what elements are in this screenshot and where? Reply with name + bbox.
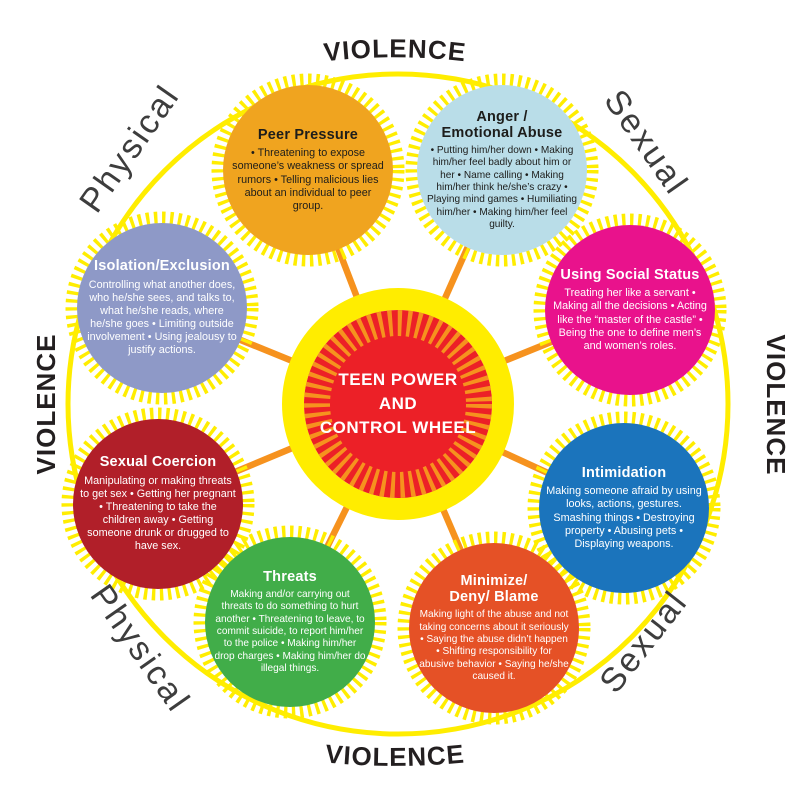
isolation-halo	[65, 211, 259, 405]
threats-circle	[205, 537, 375, 707]
isolation-circle	[77, 223, 247, 393]
sexual-coercion-circle	[73, 419, 243, 589]
hub-sunburst-ticks	[304, 310, 492, 498]
hub-yellow-ring	[282, 288, 514, 520]
peer-pressure-halo	[211, 73, 405, 267]
sexual-coercion-halo	[61, 407, 255, 601]
social-status-circle	[545, 225, 715, 395]
intimidation-circle	[539, 423, 709, 593]
violence-label-bottom: VIOLENCE	[324, 738, 466, 771]
peer-pressure-circle	[223, 85, 393, 255]
satellite-halos	[61, 73, 727, 725]
minimize-halo	[397, 531, 591, 725]
anger-halo	[405, 73, 599, 267]
hub-core	[304, 310, 492, 498]
violence-label-right: VIOLENCE	[761, 335, 791, 476]
violence-label-top: VIOLENCE	[322, 33, 468, 67]
social-status-halo	[533, 213, 727, 407]
violence-label-left: VIOLENCE	[31, 334, 61, 475]
threats-halo	[193, 525, 387, 719]
intimidation-halo	[527, 411, 721, 605]
physical-label-top-left: Physical	[72, 78, 187, 220]
wheel-rim	[65, 71, 731, 737]
minimize-circle	[409, 543, 579, 713]
physical-label-bottom-left: Physical	[83, 578, 198, 720]
anger-circle	[417, 85, 587, 255]
